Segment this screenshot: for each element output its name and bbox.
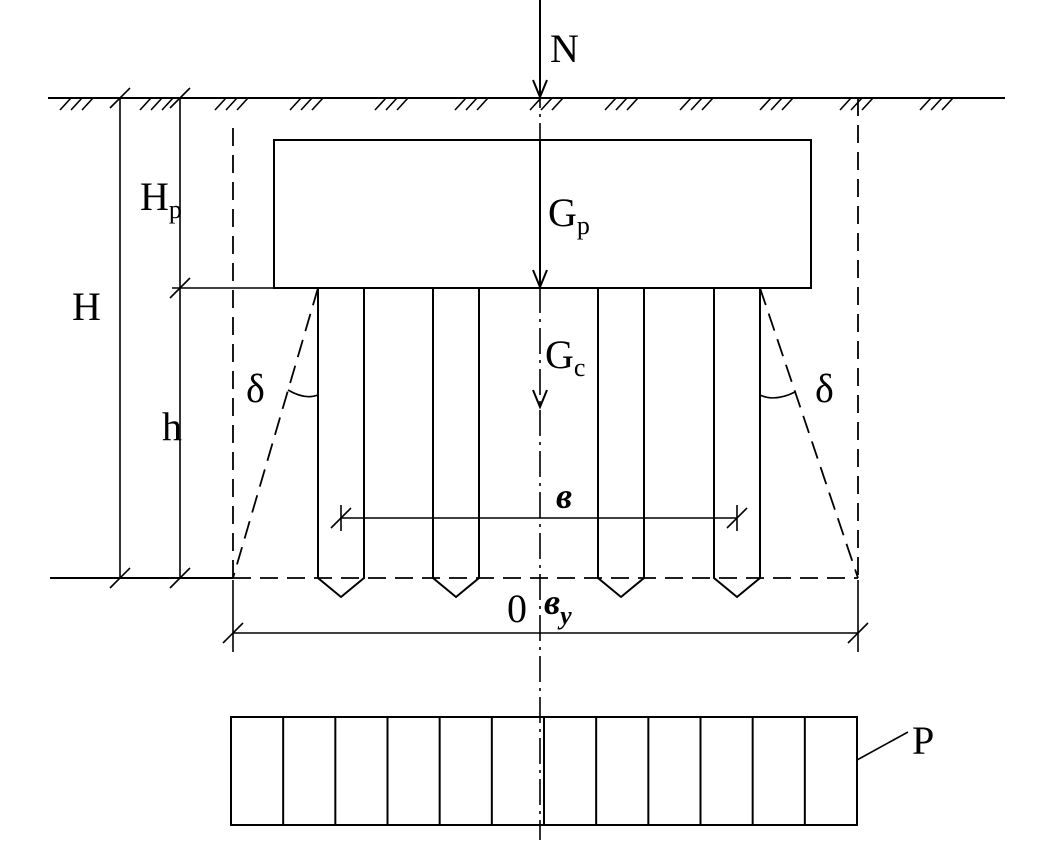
hatch-mark [861, 97, 874, 111]
pile [597, 288, 645, 599]
hatch-mark [81, 97, 94, 111]
hatch-mark [150, 97, 163, 111]
hatch-mark [465, 97, 478, 111]
hatch-mark [540, 97, 553, 111]
cap-weight-label: Gp [548, 190, 590, 240]
dimension-base-width [222, 580, 869, 652]
hatch-mark [839, 97, 852, 111]
hatch-mark [551, 97, 564, 111]
hatch-mark [690, 97, 703, 111]
hatch-mark [930, 97, 943, 111]
total-depth-label: H [72, 284, 101, 329]
pile-spacing-label: в [556, 476, 572, 516]
hatch-mark [626, 97, 639, 111]
hatch-mark [781, 97, 794, 111]
hatch-mark [679, 97, 692, 111]
pressure-label: P [912, 718, 934, 763]
hatch-mark [300, 97, 313, 111]
hatch-mark [374, 97, 387, 111]
load-label: N [550, 26, 579, 71]
pressure-diagram [230, 716, 909, 826]
pile-cap [273, 139, 812, 289]
hatch-mark [70, 97, 83, 111]
pile [317, 288, 365, 599]
hatch-mark [850, 97, 863, 111]
hatch-mark [225, 97, 238, 111]
angle-arc-right [759, 391, 796, 399]
hatch-mark [615, 97, 628, 111]
dimension-total-depth [109, 87, 131, 589]
hatch-mark [385, 97, 398, 111]
hatch-mark [161, 97, 174, 111]
pressure-strips [282, 717, 806, 825]
angle-left-label: δ [246, 366, 265, 411]
pile [713, 288, 761, 599]
dimension-pile-spacing [330, 505, 748, 531]
hatch-mark [311, 97, 324, 111]
hatch-mark [919, 97, 932, 111]
piles [317, 288, 761, 599]
hatch-mark [604, 97, 617, 111]
dimension-cap-and-pile [169, 87, 191, 589]
hatch-mark [236, 97, 249, 111]
hatch-mark [139, 97, 152, 111]
hatch-mark [529, 97, 542, 111]
base-width-label: вy [544, 582, 572, 630]
ground-hatching [59, 97, 954, 111]
piles-weight-label: Gc [545, 332, 585, 382]
pile-length-label: h [162, 404, 182, 449]
angle-right-label: δ [815, 366, 834, 411]
angle-arc-left [287, 389, 319, 398]
hatch-mark [701, 97, 714, 111]
hatch-mark [770, 97, 783, 111]
hatch-mark [289, 97, 302, 111]
hatch-mark [476, 97, 489, 111]
origin-label: 0 [507, 586, 527, 631]
hatch-mark [214, 97, 227, 111]
pile [432, 288, 480, 599]
piles-weight-arrow [532, 389, 548, 410]
cap-depth-label: Hp [140, 174, 182, 224]
hatch-mark [759, 97, 772, 111]
hatch-mark [454, 97, 467, 111]
cap-weight-arrow [532, 140, 548, 290]
hatch-mark [59, 97, 72, 111]
ground-surface [48, 97, 1005, 111]
load-arrow [532, 0, 548, 100]
hatch-mark [396, 97, 409, 111]
conditional-foundation-boundary [232, 98, 859, 579]
hatch-mark [941, 97, 954, 111]
